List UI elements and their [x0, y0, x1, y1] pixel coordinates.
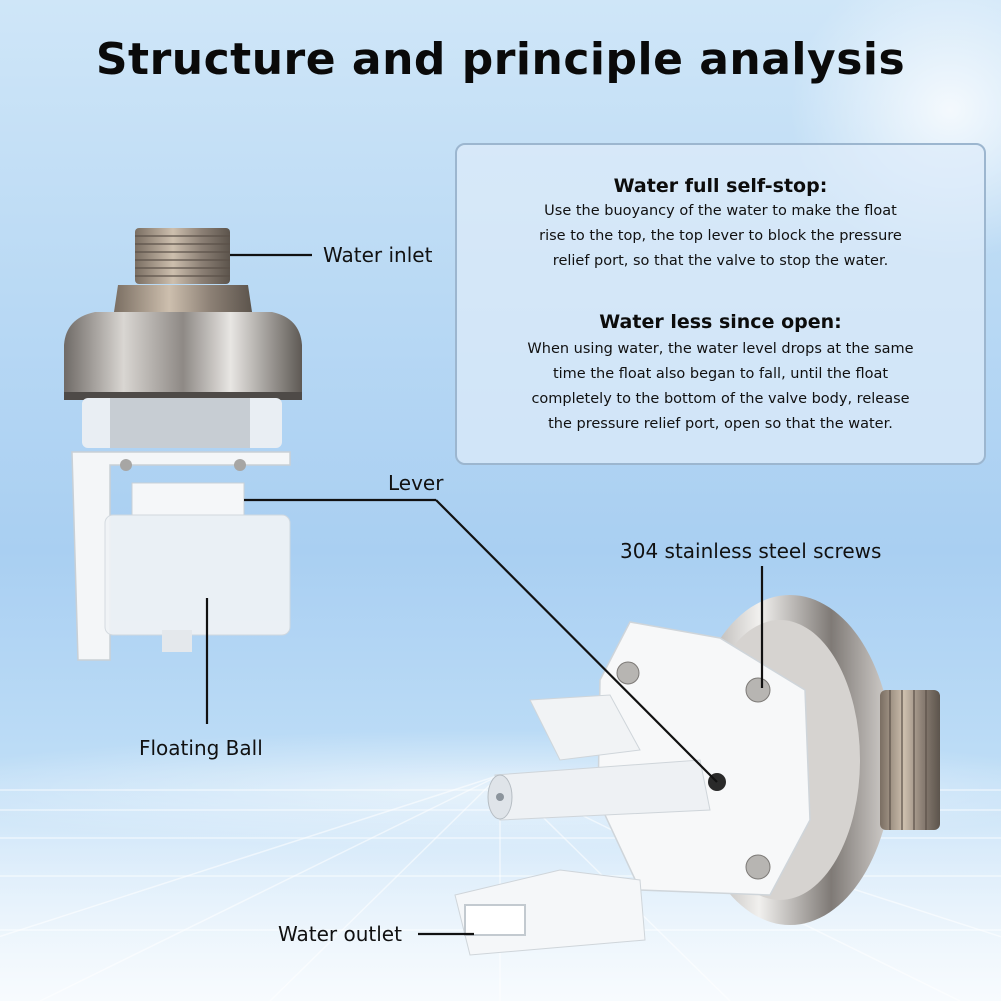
leader-lines [205, 253, 764, 936]
label-lever: Lever [388, 471, 444, 495]
text-line: the pressure relief port, open so that t… [548, 416, 893, 432]
upright-valve [64, 228, 302, 661]
side-valve [454, 595, 940, 956]
text-line: relief port, so that the valve to stop t… [552, 253, 889, 269]
label-water-inlet: Water inlet [323, 243, 433, 267]
section-text: When using water, the water level drops … [501, 337, 941, 437]
page-title: Structure and principle analysis [95, 34, 906, 85]
section-heading: Water full self-stop: [613, 175, 828, 197]
section-self-stop: Water full self-stop: Use the buoyancy o… [457, 175, 984, 274]
section-heading: Water less since open: [599, 311, 842, 333]
text-line: When using water, the water level drops … [527, 341, 914, 357]
info-panel: Water full self-stop: Use the buoyancy o… [455, 143, 986, 465]
text-line: rise to the top, the top lever to block … [539, 228, 902, 244]
label-water-outlet: Water outlet [278, 922, 402, 946]
section-open: Water less since open: When using water,… [457, 311, 984, 437]
text-line: time the float also began to fall, until… [552, 366, 889, 382]
section-text: Use the buoyancy of the water to make th… [511, 199, 931, 274]
label-screws: 304 stainless steel screws [620, 539, 882, 563]
text-line: completely to the bottom of the valve bo… [531, 391, 910, 407]
text-line: Use the buoyancy of the water to make th… [544, 203, 897, 219]
label-floating-ball: Floating Ball [139, 736, 263, 760]
